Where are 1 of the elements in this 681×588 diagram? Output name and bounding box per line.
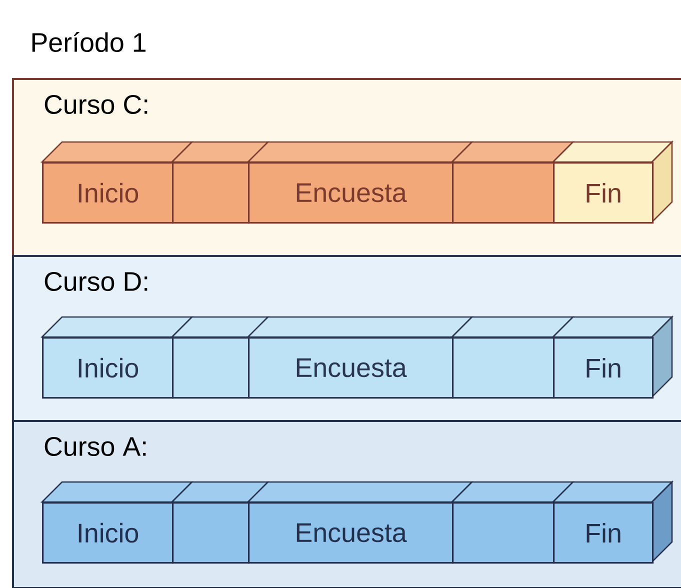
title: Período 1	[32, 32, 146, 52]
